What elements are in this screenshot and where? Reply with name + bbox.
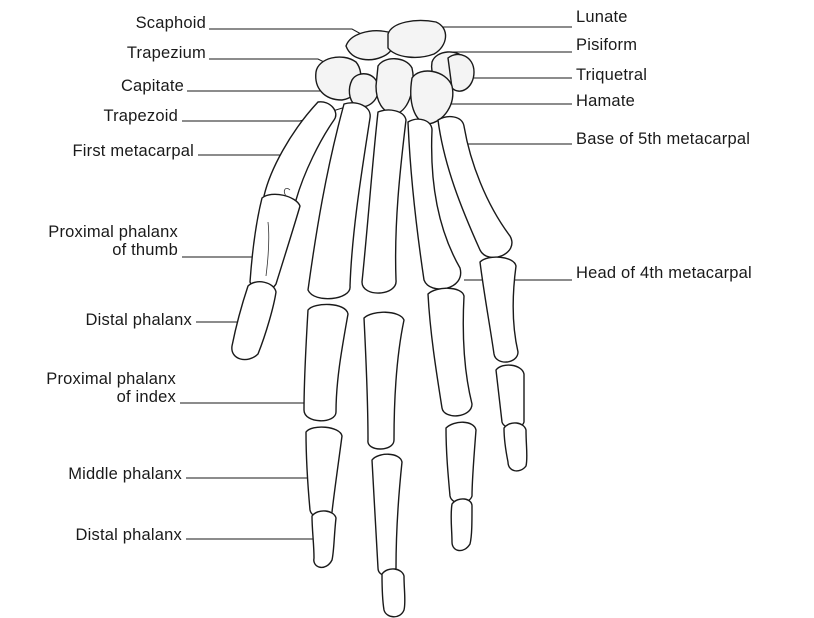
- leader-trapezium: [209, 59, 336, 68]
- proximal-phalanx-ring-bone: [428, 288, 472, 416]
- leader-scaphoid: [209, 29, 372, 40]
- index-finger-bones: [304, 103, 370, 568]
- label-capitate: Capitate: [121, 77, 184, 95]
- proximal-phalanx-thumb-bone: [250, 194, 300, 290]
- label-scaphoid: Scaphoid: [136, 14, 206, 32]
- label-proximal-phalanx-index: Proximal phalanx of index: [46, 370, 176, 406]
- lunate-bone: [388, 21, 446, 58]
- middle-finger-bones: [362, 110, 406, 617]
- trapezoid-bone: [349, 74, 378, 107]
- label-pisiform: Pisiform: [576, 36, 637, 54]
- label-proximal-phalanx-thumb: Proximal phalanx of thumb: [48, 223, 178, 259]
- third-metacarpal-bone: [362, 110, 406, 293]
- distal-phalanx-thumb-bone: [232, 282, 276, 360]
- fifth-metacarpal-bone: [438, 117, 512, 258]
- hamate-bone: [411, 71, 453, 124]
- middle-phalanx-middle-bone: [372, 454, 402, 575]
- label-proximal-phalanx-thumb-line1: Proximal phalanx: [48, 223, 178, 241]
- label-distal-phalanx-thumb: Distal phalanx: [86, 311, 192, 329]
- label-hamate: Hamate: [576, 92, 635, 110]
- proximal-phalanx-index-bone: [304, 304, 348, 420]
- label-head-4th-metacarpal: Head of 4th metacarpal: [576, 264, 752, 282]
- label-distal-phalanx-index: Distal phalanx: [76, 526, 182, 544]
- label-proximal-phalanx-index-line2: of index: [46, 388, 176, 406]
- distal-phalanx-ring-bone: [451, 499, 472, 551]
- label-proximal-phalanx-index-line1: Proximal phalanx: [46, 370, 176, 388]
- label-proximal-phalanx-thumb-line2: of thumb: [48, 241, 178, 259]
- label-triquetral: Triquetral: [576, 66, 647, 84]
- label-first-metacarpal: First metacarpal: [73, 142, 194, 160]
- label-middle-phalanx: Middle phalanx: [68, 465, 182, 483]
- scaphoid-bone: [346, 31, 394, 60]
- middle-phalanx-ring-bone: [446, 422, 476, 503]
- label-base-5th-metacarpal: Base of 5th metacarpal: [576, 130, 750, 148]
- middle-phalanx-little-bone: [496, 365, 524, 428]
- proximal-phalanx-little-bone: [480, 257, 518, 362]
- label-trapezoid: Trapezoid: [103, 107, 178, 125]
- label-lunate: Lunate: [576, 8, 628, 26]
- distal-phalanx-index-bone: [312, 511, 336, 567]
- distal-phalanx-middle-bone: [382, 569, 405, 617]
- label-trapezium: Trapezium: [127, 44, 206, 62]
- middle-phalanx-index-bone: [306, 427, 342, 518]
- distal-phalanx-little-bone: [504, 423, 527, 471]
- capitate-bone: [376, 59, 413, 114]
- proximal-phalanx-middle-bone: [364, 312, 404, 449]
